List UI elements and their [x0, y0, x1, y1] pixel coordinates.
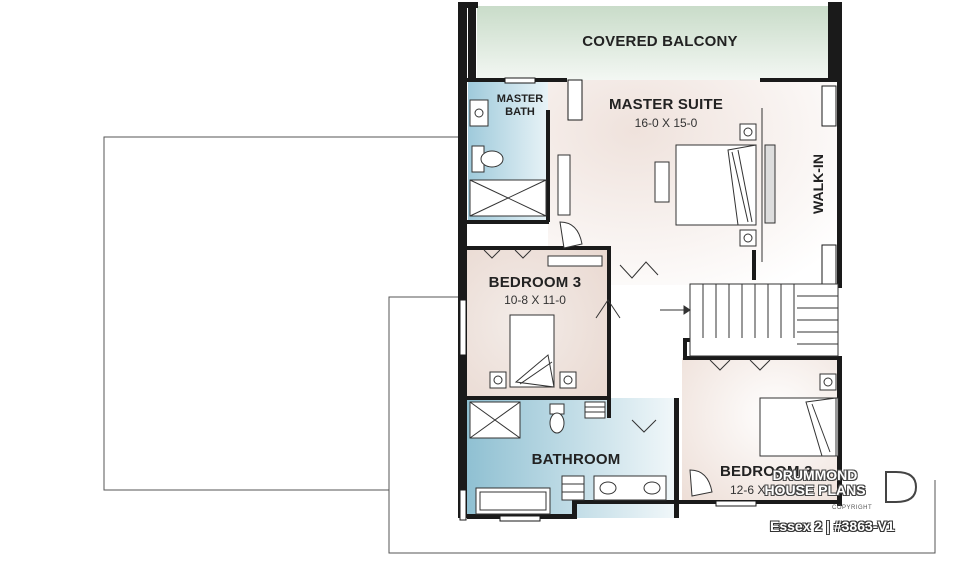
bathroom-title: BATHROOM [531, 451, 621, 468]
brand-line2: HOUSE PLANS [764, 482, 866, 498]
bedroom-right-dims: 12-6 X [730, 483, 766, 497]
master-bath-fixtures [469, 99, 547, 217]
master-bath-label-line1: MASTER [496, 93, 544, 105]
bedroom-3-title: BEDROOM 3 [488, 274, 582, 291]
bathroom-fixtures [469, 401, 667, 515]
plan-reference: Essex 2 | #3863-V1 [770, 518, 895, 534]
master-bed [557, 108, 776, 262]
master-bath-label-line2: BATH [505, 106, 535, 118]
balcony-fill [477, 6, 829, 80]
brand-line1: DRUMMOND [772, 467, 858, 483]
windows [459, 77, 837, 522]
bedroom-3-dims: 10-8 X 11-0 [504, 293, 566, 307]
bedroom-3-bed [489, 314, 577, 389]
covered-balcony-label: COVERED BALCONY [582, 33, 738, 50]
bedroom-right-bed [689, 373, 839, 497]
master-suite-title: MASTER SUITE [608, 96, 724, 113]
drummond-d-icon [885, 471, 918, 503]
bedroom-right-title: BEDROOM 3 [720, 463, 813, 480]
stairs [660, 283, 839, 357]
master-suite-dims: 16-0 X 15-0 [634, 116, 698, 130]
lower-floor-outline [103, 136, 936, 554]
closet-doors [483, 249, 771, 433]
copyright-text: COPYRIGHT [832, 505, 873, 511]
walk-in-label: WALK-IN [809, 154, 826, 214]
master-bath-label: MASTER BATH [494, 93, 546, 119]
drummond-logo: DRUMMOND HOUSE PLANS [752, 468, 878, 498]
